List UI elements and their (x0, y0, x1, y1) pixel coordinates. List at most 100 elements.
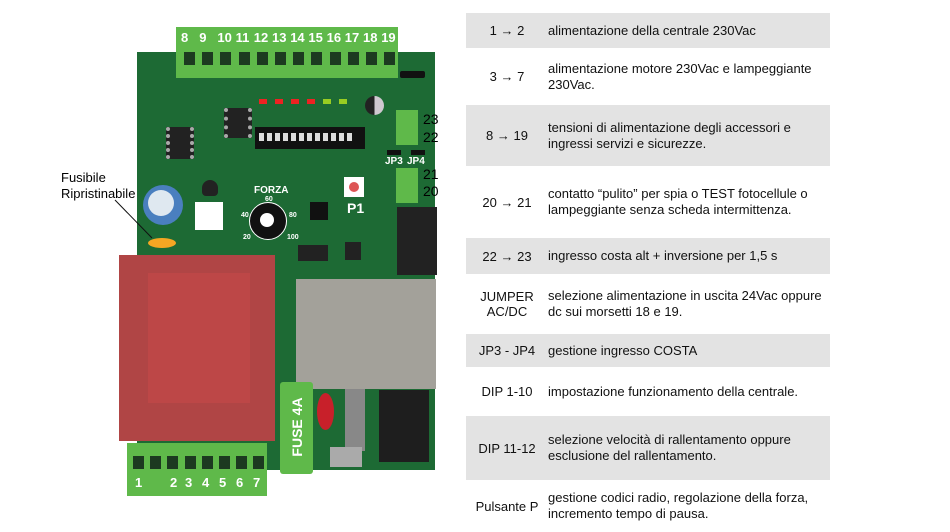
terminal-screw-slot[interactable] (202, 456, 213, 469)
terminal-description: selezione alimentazione in uscita 24Vac … (548, 288, 822, 319)
ic-chip (298, 245, 328, 261)
dip-switch-lever[interactable] (259, 133, 264, 141)
terminal-screw-slot[interactable] (133, 456, 144, 469)
dip-switch-lever[interactable] (323, 133, 328, 141)
dip-switch-lever[interactable] (267, 133, 272, 141)
dip-switch-lever[interactable] (291, 133, 296, 141)
terminal-key: 20 → 21 (482, 194, 532, 210)
dip-switch-lever[interactable] (315, 133, 320, 141)
terminal-key: JP3 - JP4 (478, 343, 536, 358)
terminal-key: JUMPER AC/DC (480, 289, 534, 319)
fusibile-callout: Fusibile Ripristinabile (61, 170, 136, 201)
terminal-screw-slot[interactable] (366, 52, 377, 65)
terminal-number: 10 (217, 30, 232, 45)
terminal-screw-slot[interactable] (275, 52, 286, 65)
terminal-number: 7 (253, 475, 261, 490)
pot-scale-40: 40 (241, 212, 249, 219)
terminal-screw-slot[interactable] (238, 52, 250, 65)
terminal-description: contatto “pulito” per spia o TEST fotoce… (548, 186, 808, 217)
terminal-screw-slot[interactable] (150, 456, 161, 469)
terminal-screw-slot[interactable] (184, 52, 195, 65)
led-indicator (259, 99, 267, 104)
led-indicator (291, 99, 299, 104)
terminal-key: 22 → 23 (482, 248, 532, 264)
led-indicator (323, 99, 331, 104)
terminal-screw-slot[interactable] (220, 52, 232, 65)
terminal-number: 15 (308, 30, 323, 45)
terminal-number: 13 (272, 30, 287, 45)
dip-switch-lever[interactable] (275, 133, 280, 141)
terminal-label-23: 23 (423, 111, 439, 127)
terminal-number: 1 (135, 475, 143, 490)
ic-chip (345, 242, 361, 260)
terminal-screw-slot[interactable] (253, 456, 264, 469)
p1-button[interactable] (344, 177, 364, 197)
led-indicator (307, 99, 315, 104)
terminal-number: 8 (181, 30, 189, 45)
optocoupler (195, 202, 223, 230)
ic-chip (166, 127, 194, 159)
p1-label: P1 (347, 200, 365, 216)
terminal-screw-slot[interactable] (347, 52, 359, 65)
terminal-description: gestione ingresso COSTA (548, 342, 698, 358)
forza-label: FORZA (254, 185, 289, 196)
dip-switch-lever[interactable] (283, 133, 288, 141)
relays (296, 279, 436, 389)
fuse-label: FUSE 4A (289, 397, 305, 457)
terminal-number: 5 (219, 475, 227, 490)
terminal-key: 8 → 19 (486, 128, 528, 143)
dip-switch-lever[interactable] (339, 133, 344, 141)
terminal-number: 19 (381, 30, 396, 45)
table-row: 3 → 7 alimentazione motore 230Vac e lampe… (466, 48, 830, 105)
terminal-screw-slot[interactable] (293, 52, 305, 65)
table-row: JP3 - JP4 gestione ingresso COSTA (466, 334, 830, 367)
regulator (330, 447, 362, 467)
terminal-number: 17 (344, 30, 360, 45)
terminal-description: alimentazione motore 230Vac e lampeggian… (548, 60, 812, 92)
terminal-key: DIP 11-12 (478, 440, 536, 456)
terminal-screw-slot[interactable] (202, 52, 214, 65)
terminal-key: 3 → 7 (489, 69, 525, 84)
ic-chip (224, 108, 252, 138)
dip-switch-lever[interactable] (347, 133, 352, 141)
terminal-screw-slot[interactable] (185, 456, 196, 469)
jp3-label: JP3 (385, 156, 403, 167)
terminal-description: selezione velocità di rallentamento oppu… (548, 432, 791, 463)
heatsink (345, 389, 365, 451)
led-indicator (275, 99, 283, 104)
jumper-ac-dc (400, 71, 425, 78)
terminal-screw-slot[interactable] (311, 52, 323, 65)
terminal-description: gestione codici radio, regolazione della… (548, 490, 809, 521)
jumper-jp4 (411, 150, 425, 155)
terminal-number: 11 (235, 30, 250, 45)
dip-switch-lever[interactable] (331, 133, 336, 141)
terminal-screw-slot[interactable] (167, 456, 178, 469)
terminal-screw-slot[interactable] (329, 52, 341, 65)
dip-switch-lever[interactable] (307, 133, 312, 141)
terminal-screw-slot[interactable] (256, 52, 268, 65)
terminal-number: 3 (185, 475, 193, 490)
terminal-description: tensioni di alimentazione degli accessor… (548, 119, 791, 151)
varistor (317, 393, 334, 430)
terminal-screw-slot[interactable] (219, 456, 230, 469)
terminal-screw-slot[interactable] (236, 456, 247, 469)
terminal-block-22-23 (396, 110, 418, 145)
table-row: JUMPER AC/DC selezione alimentazione in u… (466, 274, 830, 334)
table-row: DIP 11-12 selezione velocità di rallentam… (466, 416, 830, 480)
terminal-screw-slot[interactable] (384, 52, 396, 65)
dip-switch-lever[interactable] (299, 133, 304, 141)
terminal-number: 14 (290, 30, 305, 45)
force-potentiometer[interactable] (249, 202, 287, 240)
terminal-key: 1 → 2 (489, 23, 525, 38)
terminal-label-22: 22 (423, 129, 439, 145)
terminal-description: impostazione funzionamento della central… (548, 383, 799, 399)
terminal-block-20-21 (396, 168, 418, 203)
dip-switch (255, 127, 365, 149)
pot-scale-20: 20 (243, 234, 251, 241)
microcontroller (310, 202, 328, 220)
resettable-fuse (148, 238, 176, 248)
terminal-number: 6 (236, 475, 244, 490)
